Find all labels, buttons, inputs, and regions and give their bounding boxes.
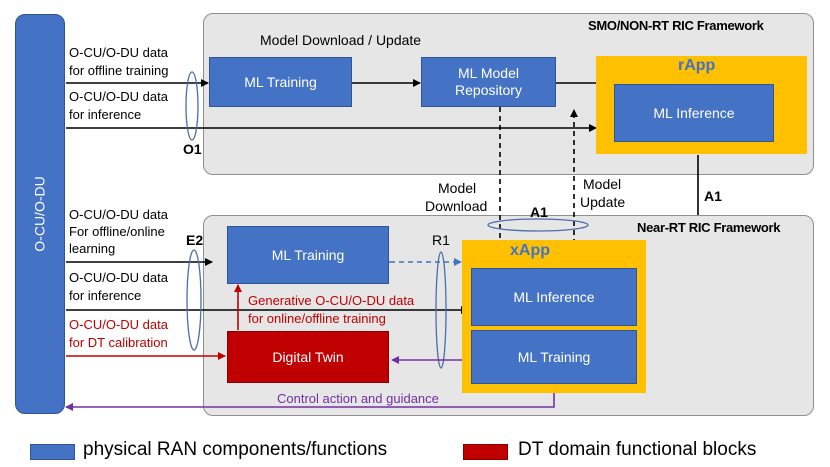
rapp-ml-inference-box: ML Inference [614,84,774,142]
repo-line1: ML Model [458,65,519,81]
ml-model-repository-box: ML Model Repository [421,57,556,107]
arrow-control-action [65,392,555,411]
smo-title: SMO/NON-RT RIC Framework [588,18,764,33]
r1-label: R1 [432,232,450,248]
legend-physical-label: physical RAN components/functions [83,439,388,460]
control-action-label: Control action and guidance [277,391,439,406]
input-calib-line2: for DT calibration [69,335,168,350]
near-rt-ml-training-box: ML Training [227,226,389,284]
e2-ellipse [186,249,202,351]
input-bottom-inference-line1: O-CU/O-DU data [69,270,168,285]
near-rt-title: Near-RT RIC Framework [637,220,781,235]
model-download-update-label: Model Download / Update [260,32,422,48]
legend-dt-label: DT domain functional blocks [518,439,757,460]
model-update-line1: Model [583,176,622,192]
a1-right-label: A1 [704,188,722,204]
rapp-title: rApp [678,57,716,74]
xapp-ml-training-box: ML Training [471,330,637,384]
repo-line2: Repository [455,82,522,98]
xapp-ml-inference-box: ML Inference [471,268,637,326]
input-training-line1: O-CU/O-DU data [69,45,168,60]
r1-ellipse [435,251,447,369]
input-bottom-inference-line2: for inference [69,288,142,303]
input-online-line1: O-CU/O-DU data [69,207,168,222]
input-calib-line1: O-CU/O-DU data [69,317,168,332]
o1-ellipse [185,71,199,141]
legend-dt-swatch [463,444,508,460]
input-inference-line1: O-CU/O-DU data [69,89,168,104]
model-download-line1: Model [438,180,477,196]
generative-line2: for online/offline training [248,311,386,326]
smo-ml-training-box: ML Training [209,57,352,107]
generative-line1: Generative O-CU/O-DU data [248,293,415,308]
model-update-line2: Update [580,194,626,210]
input-online-line3: learning [69,241,116,256]
a1-mid-label: A1 [530,204,548,220]
a1-mid-ellipse [487,218,589,232]
legend-physical-swatch [30,444,75,460]
model-download-line2: Download [425,198,488,214]
xapp-title: xApp [510,242,550,259]
input-training-line2: for offline training [69,63,169,78]
o1-label: O1 [183,141,202,157]
input-online-line2: For offline/online [69,224,165,239]
o-cu-o-du-bar: O-CU/O-DU [15,14,65,414]
digital-twin-box: Digital Twin [227,331,389,383]
e2-label: E2 [186,232,204,248]
input-inference-line2: for inference [69,107,142,122]
